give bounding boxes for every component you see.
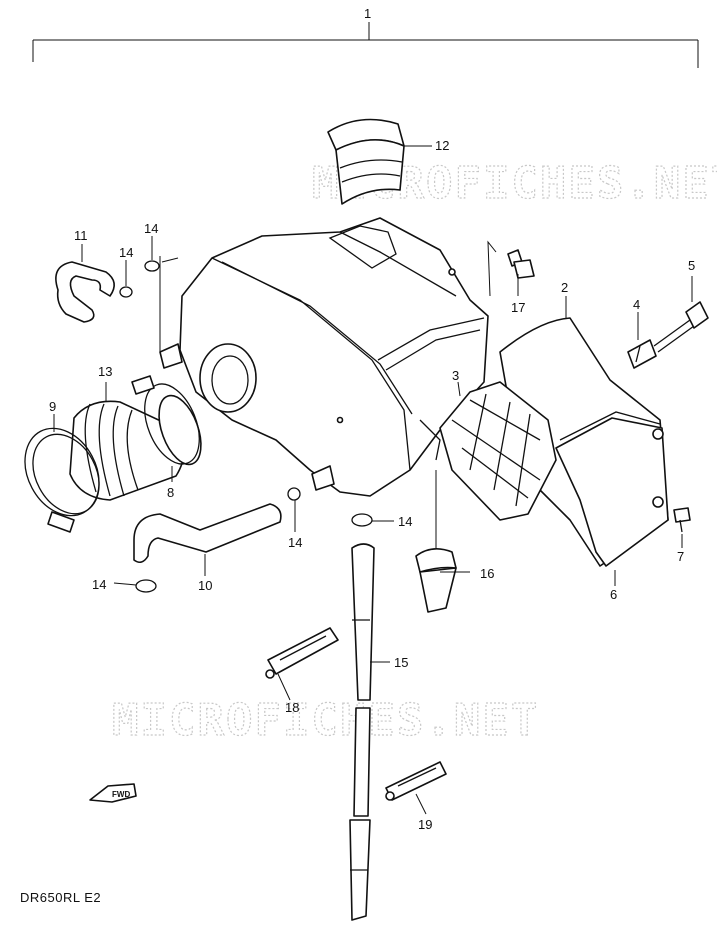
callout-2: 2 <box>561 280 568 295</box>
callout-15: 15 <box>394 655 408 670</box>
callout-1: 1 <box>364 6 371 21</box>
model-code: DR650RL E2 <box>20 890 102 905</box>
part-9-clamp <box>24 427 100 533</box>
part-2-cleaner-cap <box>499 317 669 567</box>
callout-12: 12 <box>435 138 449 153</box>
callouts: 1 2 3 4 5 6 7 8 9 10 11 12 13 14 14 14 1… <box>49 6 695 832</box>
callout-14d: 14 <box>398 514 412 529</box>
callout-14c: 14 <box>288 535 302 550</box>
part-16-drain <box>415 548 457 613</box>
callout-10: 10 <box>198 578 212 593</box>
part-18-clip <box>265 627 339 679</box>
part-4-5-bolt <box>627 301 709 369</box>
part-12-intake-funnel <box>327 118 405 205</box>
callout-14a: 14 <box>144 221 158 236</box>
assembly-bracket <box>32 22 699 68</box>
watermark-bottom: MICROFICHES.NET <box>112 695 539 746</box>
part-14-clips <box>119 260 373 593</box>
callout-7: 7 <box>677 549 684 564</box>
callout-9: 9 <box>49 399 56 414</box>
callout-14b: 14 <box>119 245 133 260</box>
part-17-bolt <box>507 249 535 279</box>
part-15-drain-tube <box>349 543 375 921</box>
forward-arrow: FWD <box>89 783 137 803</box>
callout-14e: 14 <box>92 577 106 592</box>
leader-lines <box>53 145 693 815</box>
callout-19: 19 <box>418 817 432 832</box>
air-cleaner-case <box>159 217 489 497</box>
callout-6: 6 <box>610 587 617 602</box>
callout-8: 8 <box>167 485 174 500</box>
part-7-screw <box>673 507 691 533</box>
callout-3: 3 <box>452 368 459 383</box>
part-11-hose <box>55 261 115 323</box>
part-10-hose <box>133 503 282 564</box>
callout-17: 17 <box>511 300 525 315</box>
part-8-clamp <box>131 375 200 465</box>
part-3-filter-cage <box>439 381 557 521</box>
callout-4: 4 <box>633 297 640 312</box>
callout-5: 5 <box>688 258 695 273</box>
callout-18: 18 <box>285 700 299 715</box>
callout-11: 11 <box>74 228 88 243</box>
part-19-clip <box>385 761 447 801</box>
callout-16: 16 <box>480 566 494 581</box>
part-13-outlet-tube <box>69 394 202 501</box>
callout-13: 13 <box>98 364 112 379</box>
fwd-label: FWD <box>112 790 130 799</box>
